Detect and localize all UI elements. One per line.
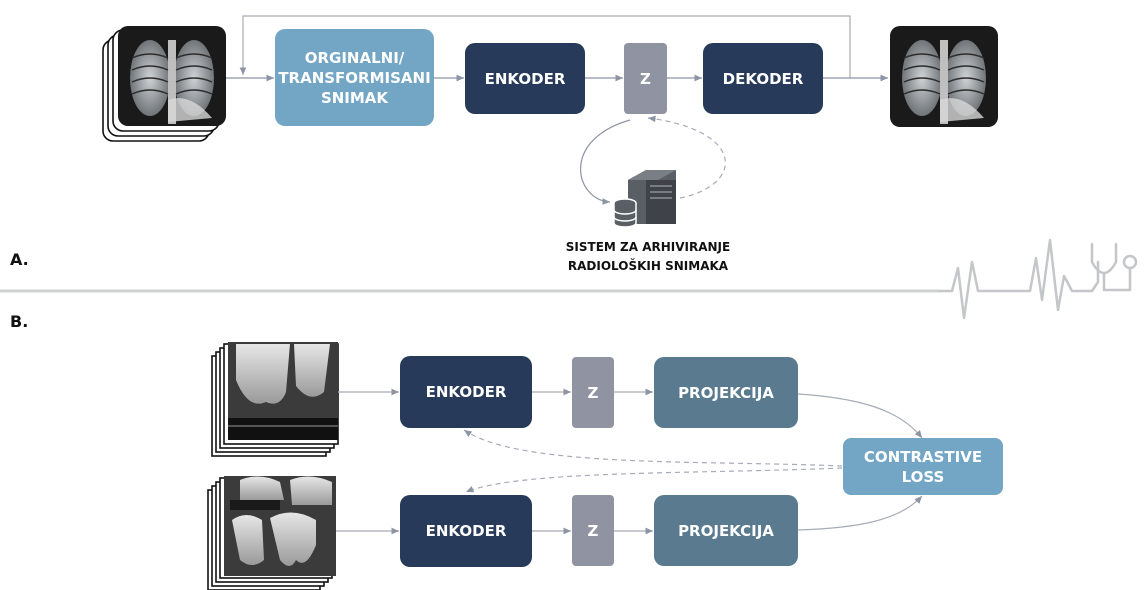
heartbeat-stethoscope-icon bbox=[938, 238, 1138, 320]
top-projection-box: PROJEKCIJA bbox=[654, 357, 798, 428]
flow-arrows-b bbox=[336, 388, 923, 535]
server-database-icon bbox=[613, 170, 676, 228]
bottom-encoder-box: ENKODER bbox=[400, 495, 532, 567]
top-latent-z-box: Z bbox=[572, 357, 614, 428]
top-encoder-box: ENKODER bbox=[400, 356, 532, 428]
section-a-label: A. bbox=[10, 250, 29, 269]
archive-store-arrow bbox=[580, 119, 631, 205]
decoder-box: DEKODER bbox=[703, 43, 823, 114]
latent-z-box: Z bbox=[624, 43, 667, 114]
bottom-projection-box: PROJEKCIJA bbox=[654, 495, 798, 566]
archive-system-caption: SISTEM ZA ARHIVIRANJE RADIOLOŠKIH SNIMAK… bbox=[565, 240, 731, 273]
dental-xray-stack-icon bbox=[211, 342, 339, 457]
feedback-loop-arrow bbox=[239, 15, 851, 78]
archive-retrieve-arrow bbox=[647, 115, 726, 199]
contrastive-loss-box: CONTRASTIVE LOSS bbox=[843, 438, 1003, 495]
input-image-box: ORGINALNI/ TRANSFORMISANI SNIMAK bbox=[275, 29, 434, 126]
chest-xray-stack-icon bbox=[102, 26, 226, 142]
bottom-latent-z-box: Z bbox=[572, 495, 614, 566]
section-b-label: B. bbox=[10, 312, 29, 331]
dental-xray-stack-icon bbox=[207, 476, 336, 590]
chest-xray-icon bbox=[890, 26, 998, 127]
encoder-box: ENKODER bbox=[465, 43, 585, 114]
loss-feedback-arrows bbox=[463, 429, 843, 493]
